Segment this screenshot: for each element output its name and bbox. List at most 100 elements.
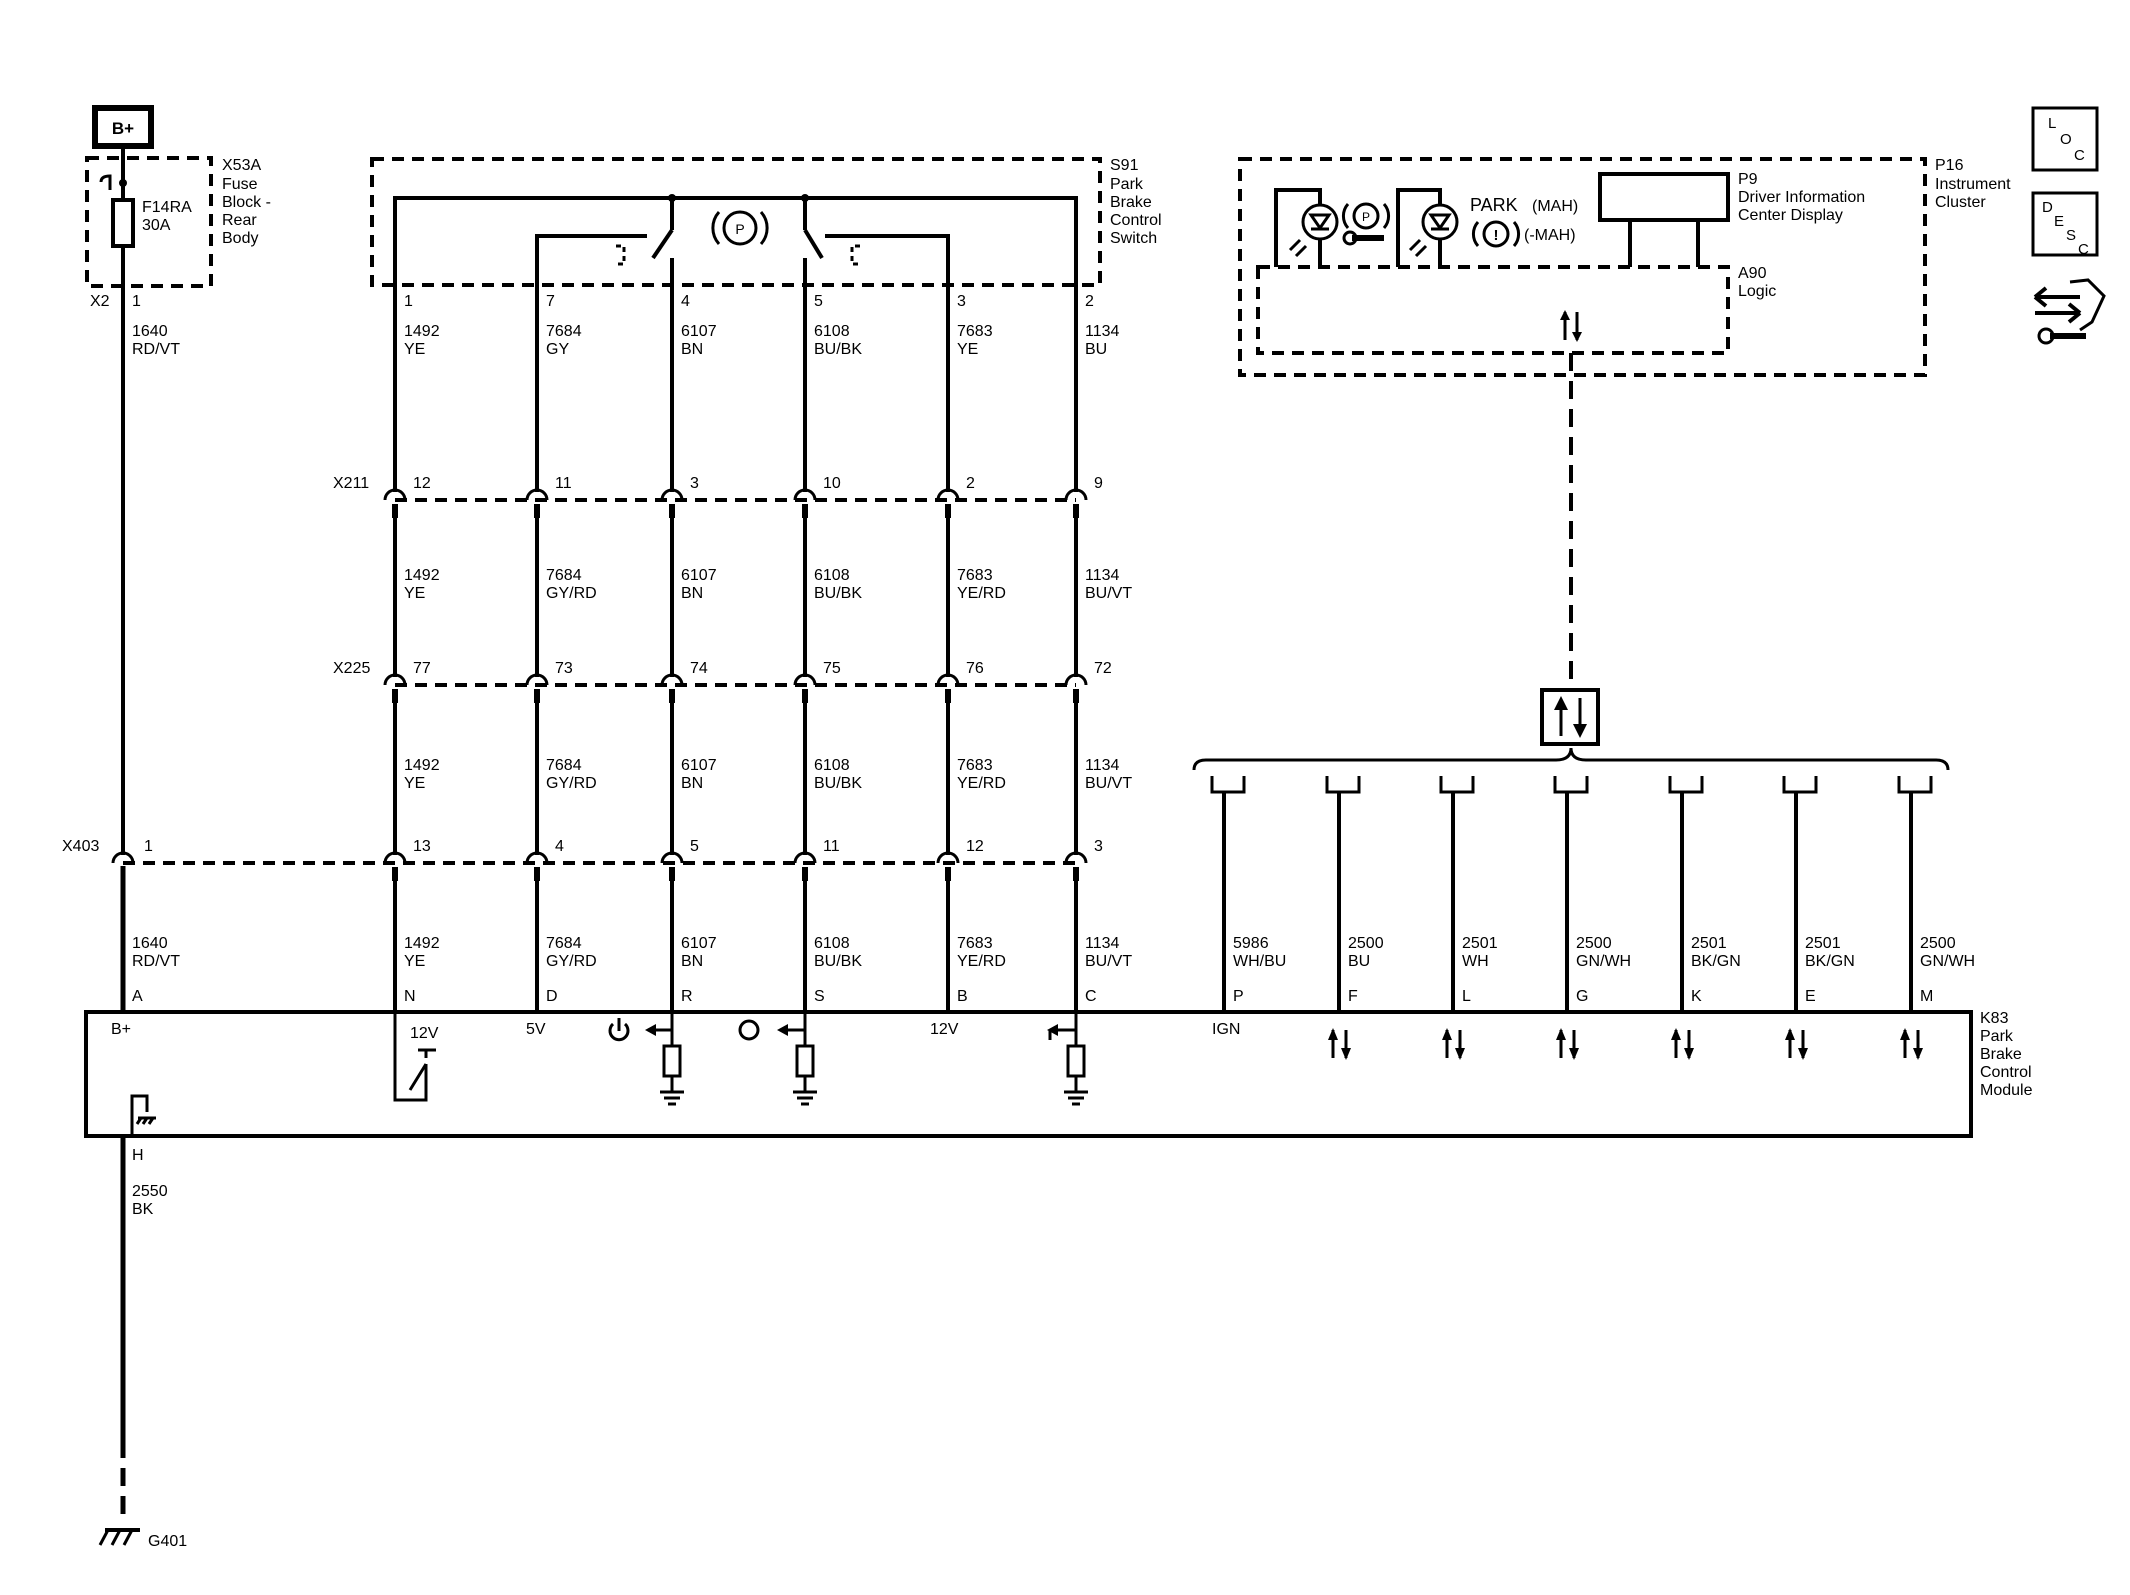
bidirectional-arrow-icon <box>1328 1028 1351 1060</box>
svg-text:Center Display: Center Display <box>1738 207 1843 224</box>
bplus-source: B+ <box>92 105 154 149</box>
cluster-name: P16 <box>1935 157 1964 174</box>
svg-text:O: O <box>2060 131 2072 148</box>
wire-color: YE <box>404 341 425 358</box>
x2-label: X2 <box>90 293 110 310</box>
data-bus-splice <box>1192 688 1950 771</box>
svg-text:BK: BK <box>132 1201 154 1218</box>
bplus-label: B+ <box>112 119 134 138</box>
wire-color: YE/RD <box>957 585 1006 602</box>
park-brake-icon: P <box>711 210 769 246</box>
wire-number: 5986 <box>1233 935 1269 952</box>
connector-pin <box>936 851 960 864</box>
ground-name: G401 <box>148 1533 187 1550</box>
wire-number: 6107 <box>681 935 717 952</box>
connector-x225: X225 <box>333 660 1076 687</box>
switch-name: S91 <box>1110 157 1139 174</box>
bplus-column: 1640 RD/VT 1 1640 RD/VT A <box>111 286 180 1012</box>
wire-color: BN <box>681 585 703 602</box>
wire-color: GY/RD <box>546 775 597 792</box>
splice-dot <box>119 179 127 187</box>
wire-color: BU/VT <box>1085 585 1132 602</box>
wire-number: 2501 <box>1462 935 1498 952</box>
x211-pin: 12 <box>413 475 431 492</box>
module-pin: B <box>957 988 968 1005</box>
wire-number: 7684 <box>546 757 582 774</box>
wire-color: BN <box>681 953 703 970</box>
fuse-id: F14RA <box>142 199 192 216</box>
switch-pin: 4 <box>681 293 690 310</box>
wire-color: BU/BK <box>814 585 862 602</box>
x225-pin: 74 <box>690 660 708 677</box>
wire-number: 1492 <box>404 935 440 952</box>
x225-label: X225 <box>333 660 370 677</box>
svg-text:Brake: Brake <box>1110 194 1152 211</box>
module-pin: M <box>1920 988 1933 1005</box>
x211-pin: 2 <box>966 475 975 492</box>
connector-pin <box>1064 851 1088 864</box>
wire-color: GY/RD <box>546 953 597 970</box>
logic-name: A90 <box>1738 265 1767 282</box>
connector-pin <box>660 488 684 501</box>
svg-text:1640: 1640 <box>132 323 168 340</box>
connector-x211: X211 <box>333 475 1076 502</box>
x225-pin: 72 <box>1094 660 1112 677</box>
svg-text:2550: 2550 <box>132 1183 168 1200</box>
indicator-lamp-icon-2 <box>1421 203 1459 241</box>
wire-color: YE/RD <box>957 775 1006 792</box>
bus-terminal <box>1782 776 1818 794</box>
x211-pin: 11 <box>555 475 572 492</box>
wire-number: 7683 <box>957 567 993 584</box>
module-pin: C <box>1085 988 1097 1005</box>
wire-color: WH <box>1462 953 1489 970</box>
wire-number: 1492 <box>404 567 440 584</box>
x225-pin: 73 <box>555 660 573 677</box>
svg-text:D: D <box>2042 199 2053 216</box>
connector-pin <box>383 851 407 864</box>
connector-pin <box>793 673 817 686</box>
svg-text:A: A <box>132 988 143 1005</box>
chassis-ground-icon <box>135 1116 156 1125</box>
bidirectional-arrow-icon <box>1671 1028 1694 1060</box>
instrument-cluster-p16: P16 Instrument Cluster A90 Logic P9 Driv… <box>1238 157 2011 377</box>
module-pin: P <box>1233 988 1244 1005</box>
wire-columns: 11492YE121492YE771492YE131492YEN77684GY1… <box>383 285 1132 1012</box>
wire-number: 2500 <box>1576 935 1612 952</box>
svg-text:Rear: Rear <box>222 212 257 229</box>
wire-number: 7683 <box>957 323 993 340</box>
svg-text:P: P <box>735 221 744 237</box>
x225-pin: 75 <box>823 660 841 677</box>
ground-g401: G401 H 2550 BK <box>98 1136 187 1550</box>
ground-pin: H <box>132 1147 144 1164</box>
wire-number: 7683 <box>957 935 993 952</box>
switch-pin: 2 <box>1085 293 1094 310</box>
svg-text:RD/VT: RD/VT <box>132 341 180 358</box>
park-brake-switch-s91: S91 Park Brake Control Switch P <box>370 157 1162 287</box>
bus-terminal <box>1325 776 1361 794</box>
wire-number: 1134 <box>1085 567 1120 584</box>
bidirectional-arrow-icon <box>1900 1028 1923 1060</box>
module-pin: L <box>1462 988 1471 1005</box>
svg-text:S: S <box>2066 227 2076 244</box>
wire-color: YE <box>404 585 425 602</box>
ground-icon <box>98 1529 134 1546</box>
connector-pin <box>660 851 684 864</box>
switch-pin: 1 <box>404 293 413 310</box>
x403-pin: 3 <box>1094 838 1103 855</box>
fuse-block-name: X53A <box>222 157 261 174</box>
svg-text:E: E <box>2054 213 2064 230</box>
desc-button[interactable]: D E S C <box>2031 191 2099 258</box>
connector-wrench-icon[interactable] <box>2033 278 2106 345</box>
connector-pin <box>383 488 407 501</box>
module-bplus: B+ <box>111 1021 131 1038</box>
module-pin: G <box>1576 988 1588 1005</box>
x225-pin: 76 <box>966 660 984 677</box>
loc-button[interactable]: L O C <box>2031 106 2099 172</box>
svg-text:Switch: Switch <box>1110 230 1157 247</box>
module-pin: F <box>1348 988 1358 1005</box>
